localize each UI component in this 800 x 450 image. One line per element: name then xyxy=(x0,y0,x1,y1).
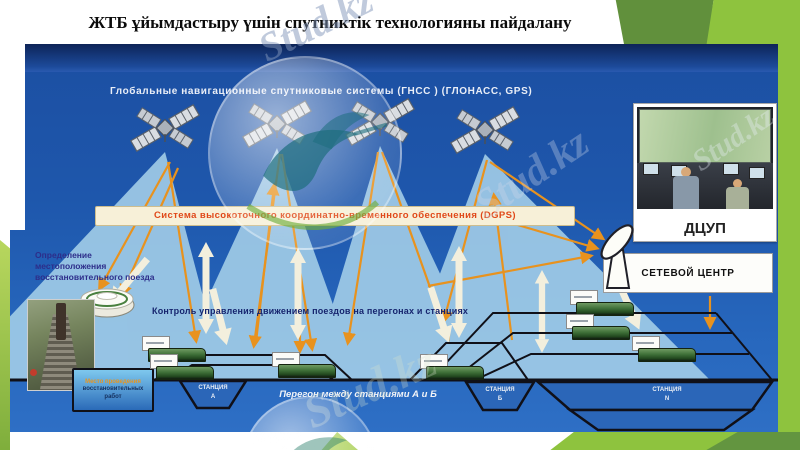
train-icon xyxy=(426,366,484,380)
network-center-box: СЕТЕВОЙ ЦЕНТР xyxy=(603,253,773,293)
train-icon xyxy=(638,348,696,362)
dcup-card: ДЦУП xyxy=(633,103,777,242)
satellite-icon xyxy=(242,100,312,148)
panel-corner-notch xyxy=(10,44,25,230)
operator-figure xyxy=(733,179,742,188)
train xyxy=(570,290,634,316)
repair-site-label-line2: восстановительных работ xyxy=(82,386,144,400)
station-letter: А xyxy=(210,394,216,400)
repair-site-label-line1: Место проведения xyxy=(85,378,141,385)
train xyxy=(632,336,696,362)
locating-note: Определение местоположения восстановител… xyxy=(35,250,155,283)
station-a-label: СТАНЦИЯ А xyxy=(183,384,243,402)
station-name: СТАНЦИЯ xyxy=(652,387,682,393)
network-center-label: СЕТЕВОЙ ЦЕНТР xyxy=(641,267,735,279)
gnss-header-label: Глобальные навигационные спутниковые сис… xyxy=(110,86,533,97)
station-letter: Б xyxy=(497,396,503,402)
satellite-icon xyxy=(345,98,415,146)
repair-site-photo xyxy=(27,299,95,391)
control-note: Контроль управления движением поездов на… xyxy=(152,306,469,316)
crane-image xyxy=(56,302,67,341)
diagram-panel: Глобальные навигационные спутниковые сис… xyxy=(10,44,778,432)
peregon-label: Перегон между станциями А и Б xyxy=(279,389,437,400)
satellite-icon xyxy=(130,104,200,152)
train xyxy=(150,354,214,380)
panel-top-bar xyxy=(25,44,778,72)
operator-figure xyxy=(726,187,749,209)
monitor-image xyxy=(723,163,739,175)
green-decoration-bottom xyxy=(280,430,800,450)
monitor-image xyxy=(749,167,765,179)
station-name: СТАНЦИЯ xyxy=(198,385,228,391)
station-n-label: СТАНЦИЯ N xyxy=(622,386,712,404)
operator-figure xyxy=(681,167,691,177)
station-b-trapezoid xyxy=(463,380,537,412)
train xyxy=(420,354,484,380)
train xyxy=(566,314,630,340)
worker-figure xyxy=(29,368,37,376)
satellite-icon xyxy=(450,106,520,154)
train-icon xyxy=(572,326,630,340)
slide-title: ЖТБ ұйымдастыру үшін спутниктік технолог… xyxy=(88,13,572,32)
monitor-image xyxy=(643,163,659,175)
green-edge-decoration-left xyxy=(0,240,10,450)
dgps-banner: Система высокоточного координатно-времен… xyxy=(95,206,575,226)
control-room-photo xyxy=(637,107,773,209)
train-icon xyxy=(278,364,336,378)
train xyxy=(272,352,336,378)
dcup-label: ДЦУП xyxy=(684,220,726,237)
station-a-trapezoid xyxy=(177,379,249,410)
operator-figure xyxy=(673,176,699,209)
station-name: СТАНЦИЯ xyxy=(485,387,515,393)
repair-site-label: Место проведения восстановительных работ xyxy=(72,368,154,412)
wall-screen-image xyxy=(639,109,771,163)
satellite-icons xyxy=(130,98,520,154)
station-b-label: СТАНЦИЯ Б xyxy=(468,386,532,404)
train-icon xyxy=(156,366,214,380)
station-n-yard-trapezoid xyxy=(566,408,756,432)
station-letter: N xyxy=(664,396,670,402)
satellite-dish-icon xyxy=(600,224,634,289)
